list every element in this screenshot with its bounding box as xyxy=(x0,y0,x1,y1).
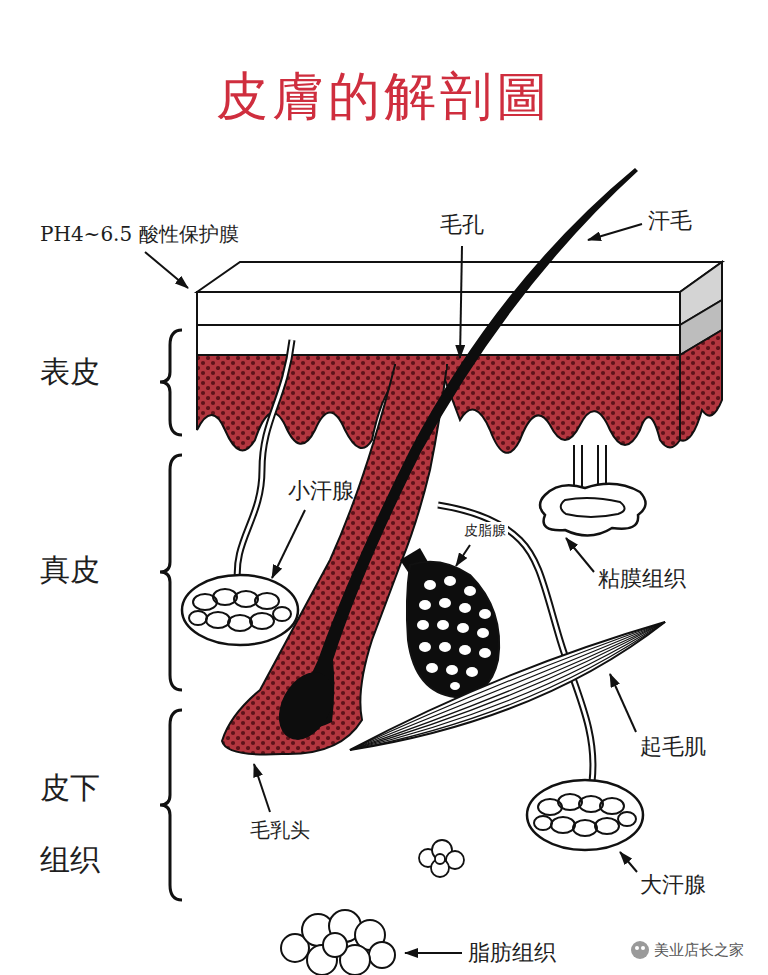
part-label: 粘膜组织 xyxy=(598,566,686,592)
part-label: 脂肪组织 xyxy=(468,940,556,966)
leader-arrow xyxy=(145,224,642,953)
small-sweat-gland xyxy=(182,575,298,645)
pore-gap xyxy=(396,356,446,370)
mucosa-tissue xyxy=(561,498,625,517)
sweat-duct xyxy=(237,340,292,585)
layer-label: 真皮 xyxy=(40,552,100,588)
epidermis-side xyxy=(680,330,722,441)
mucosa-stalk xyxy=(575,445,581,487)
part-label: 毛乳头 xyxy=(250,818,310,842)
fat-tissue xyxy=(419,840,464,877)
layer-label: 皮下 组织 xyxy=(40,752,103,896)
acid-film-layer xyxy=(197,292,680,325)
part-label: 皮脂腺 xyxy=(462,522,508,539)
horny-layer xyxy=(197,325,680,355)
hair-follicle xyxy=(222,365,447,754)
layer-bracket xyxy=(160,330,182,900)
sweat-duct xyxy=(237,340,292,585)
layer-label: 表皮 xyxy=(40,354,100,390)
part-label: 大汗腺 xyxy=(640,872,706,898)
muscle-fibres xyxy=(350,622,665,750)
skin-top-face xyxy=(197,262,722,292)
film-label: PH4~6.5 酸性保护膜 xyxy=(40,222,239,246)
watermark: 美业店长之家 xyxy=(654,941,744,959)
part-label: 起毛肌 xyxy=(640,734,706,760)
sebaceous-gland xyxy=(407,562,499,697)
mucosa-tissue xyxy=(540,484,646,536)
hair-shaft xyxy=(285,168,638,729)
part-label: 毛孔 xyxy=(440,212,484,238)
mucosa-stalk xyxy=(599,445,605,487)
hair-bulb xyxy=(268,663,344,749)
watermark-icon xyxy=(631,941,649,959)
diagram-title: 皮膚的解剖圖 xyxy=(0,62,768,132)
part-label: 小汗腺 xyxy=(288,478,354,504)
large-sweat-gland xyxy=(527,780,643,850)
fat-tissue xyxy=(281,910,395,975)
arrector-muscle xyxy=(350,622,665,750)
gland-cells xyxy=(417,576,491,690)
part-label: 汗毛 xyxy=(648,208,692,234)
